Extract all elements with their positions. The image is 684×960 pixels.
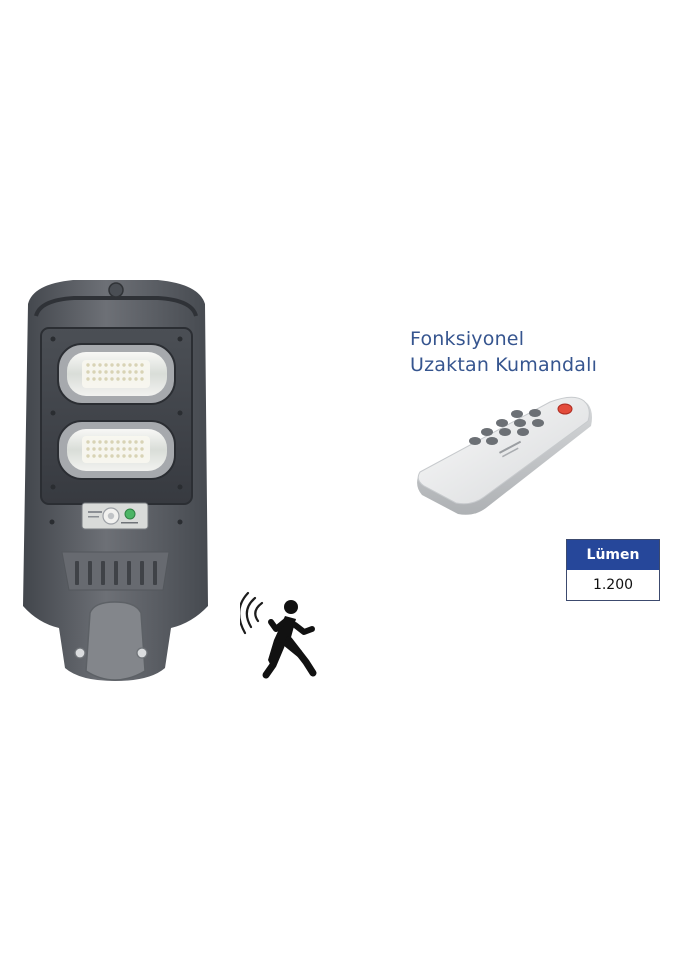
remote-control-image	[414, 396, 604, 524]
lumen-label: Lümen	[567, 540, 659, 570]
solar-street-light-image	[18, 276, 213, 688]
heading-line-1: Fonksiyonel	[410, 328, 525, 350]
heading-line-2: Uzaktan Kumandalı	[410, 354, 598, 376]
product-feature-heading: Fonksiyonel Uzaktan Kumandalı	[410, 326, 597, 378]
lumen-spec-box: Lümen 1.200	[566, 539, 660, 601]
motion-sensor-person-icon	[238, 585, 330, 680]
lumen-value: 1.200	[592, 577, 634, 593]
